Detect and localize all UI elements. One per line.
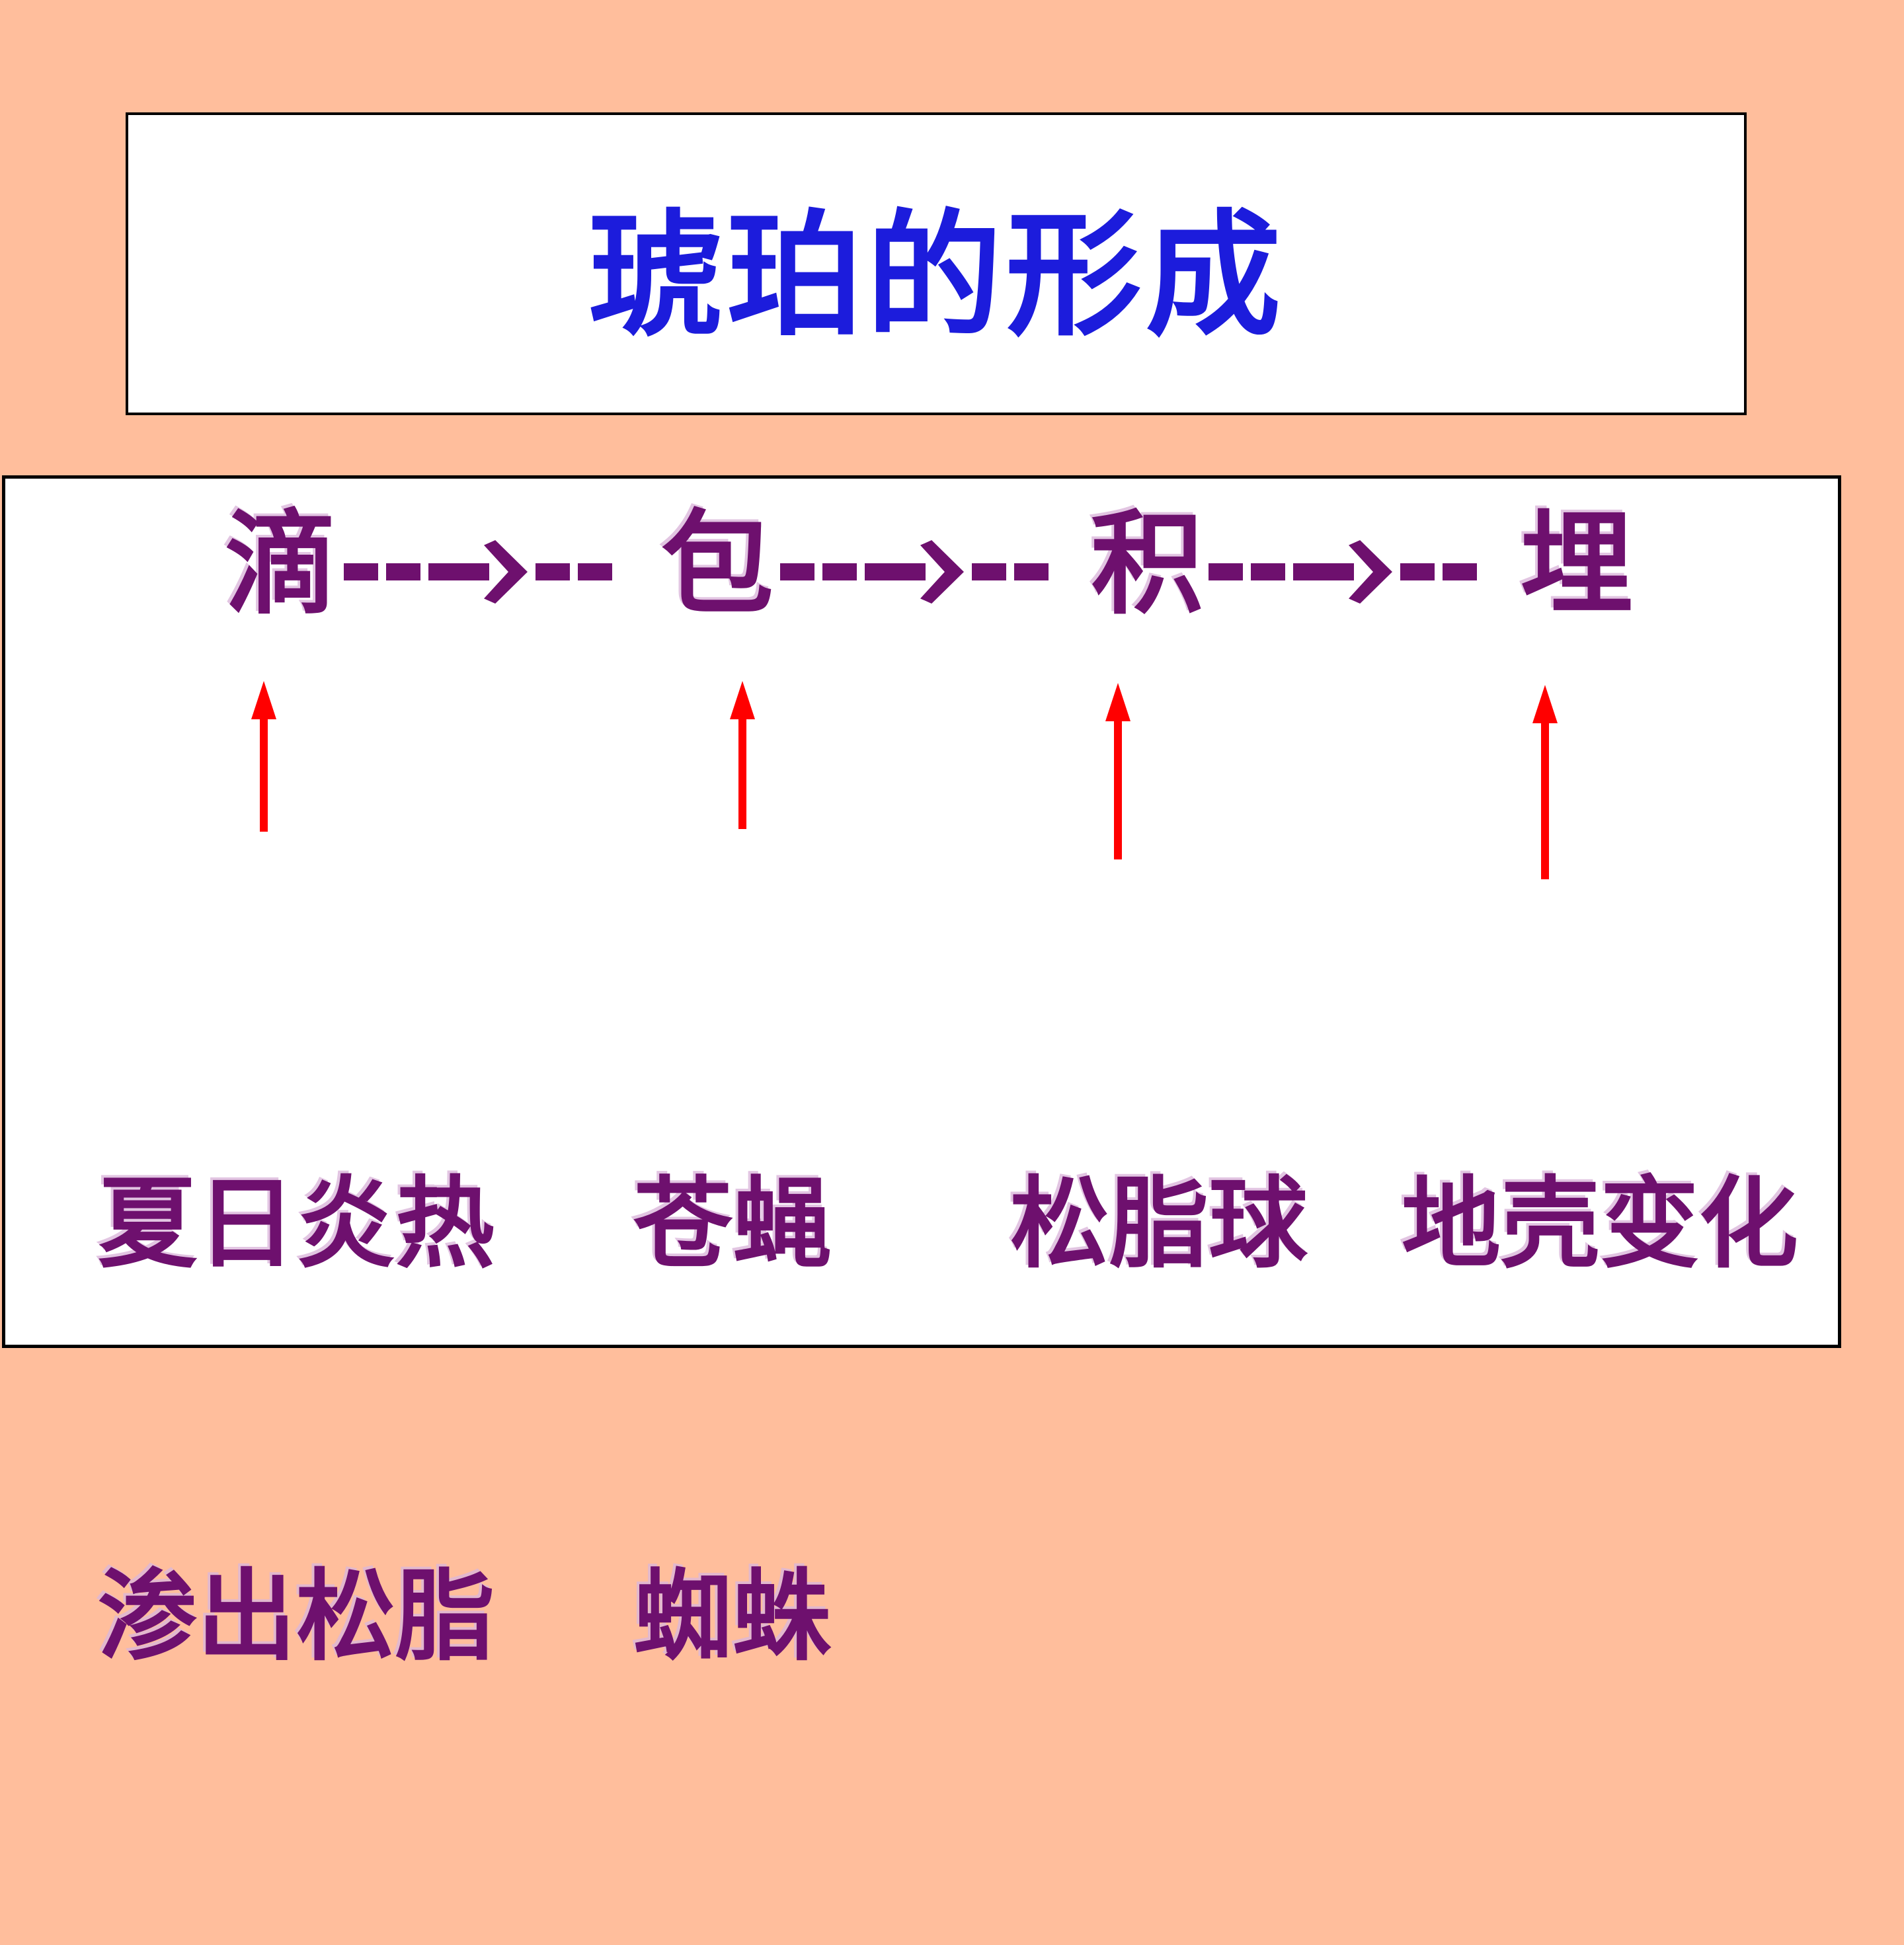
label-fly-spider: 苍蝇 蜘蛛	[633, 898, 832, 1945]
title-box: 琥珀的形成	[126, 112, 1747, 415]
dash-icon	[1251, 563, 1285, 580]
flow-arrow-connector	[344, 540, 612, 604]
dash-icon	[822, 563, 857, 580]
label-line: 蜘蛛	[633, 1563, 832, 1673]
arrow-right-icon	[865, 540, 964, 604]
up-arrow-icon	[729, 681, 756, 829]
dash-icon	[1443, 563, 1477, 580]
flow-step-bao: 包	[661, 503, 774, 627]
arrow-right-icon	[428, 540, 528, 604]
label-crust-change: 地壳变化	[1402, 898, 1798, 1552]
label-line: 地壳变化	[1402, 1170, 1799, 1280]
content-box	[2, 475, 1841, 1348]
page-title: 琥珀的形成	[587, 202, 1285, 352]
label-line: 苍蝇	[633, 1170, 832, 1280]
flow-step-mai: 埋	[1521, 503, 1634, 627]
label-line: 松脂球	[1010, 1170, 1308, 1280]
dash-icon	[780, 563, 814, 580]
label-resin-ball: 松脂球	[1010, 898, 1308, 1552]
flow-arrow-connector	[1209, 540, 1477, 604]
up-arrow-icon	[251, 681, 277, 832]
slide: 琥珀的形成 滴 包 积 埋	[2, 112, 1841, 1673]
label-line: 渗出松脂	[98, 1563, 495, 1673]
dash-icon	[386, 563, 420, 580]
dash-icon	[536, 563, 570, 580]
arrow-right-icon	[1293, 540, 1392, 604]
up-arrow-icon	[1532, 685, 1558, 879]
label-summer-resin: 夏日炎热 渗出松脂	[98, 898, 495, 1945]
dash-icon	[1014, 563, 1049, 580]
dash-icon	[1209, 563, 1243, 580]
dash-icon	[1400, 563, 1435, 580]
dash-icon	[578, 563, 612, 580]
dash-icon	[972, 563, 1006, 580]
flow-step-di: 滴	[225, 503, 338, 627]
label-line: 夏日炎热	[98, 1170, 495, 1280]
flow-step-ji: 积	[1091, 503, 1204, 627]
dash-icon	[344, 563, 378, 580]
flow-arrow-connector	[780, 540, 1049, 604]
up-arrow-icon	[1105, 683, 1131, 859]
